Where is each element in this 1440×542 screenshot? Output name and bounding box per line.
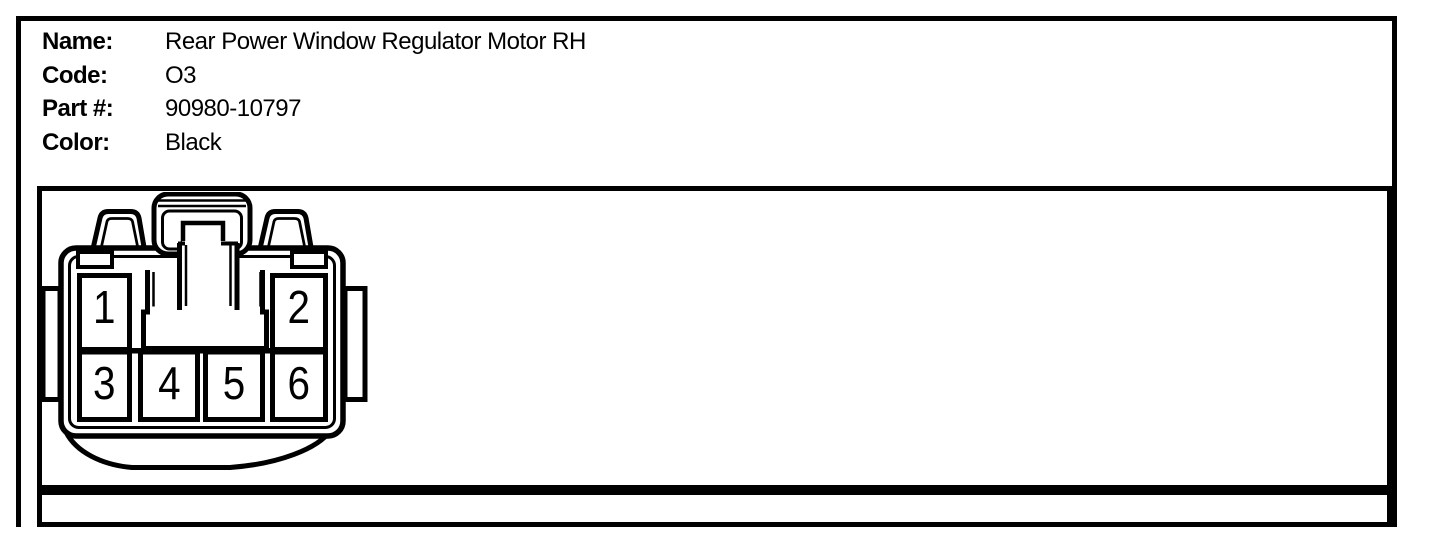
- pin-label-5: 5: [223, 359, 246, 410]
- name-label: Name:: [42, 28, 113, 55]
- bottom-strip: [37, 490, 1392, 527]
- connector-diagram-box: 1 2 3 4 5 6: [37, 186, 1392, 490]
- code-label: Code:: [42, 61, 108, 89]
- connector-info-header: Name: Rear Power Window Regulator Motor R…: [42, 25, 586, 159]
- field-row-color: Color: Black: [42, 126, 586, 160]
- outer-frame: Name: Rear Power Window Regulator Motor R…: [16, 16, 1397, 527]
- left-mount-ear: [40, 286, 63, 402]
- neck-wall-hairlines: [184, 245, 232, 306]
- right-guide-tab-inner-line: [266, 217, 307, 252]
- part-number-value: 90980-10797: [165, 95, 301, 122]
- left-guide-tab-inner-line: [99, 217, 140, 252]
- pin-cell-5: [203, 349, 265, 422]
- pin-label-6: 6: [287, 359, 310, 410]
- field-row-part-number: Part #: 90980-10797: [42, 92, 586, 126]
- neck-walls: [177, 243, 240, 310]
- code-value: O3: [165, 61, 197, 89]
- pin-label-1: 1: [93, 283, 116, 334]
- name-value: Rear Power Window Regulator Motor RH: [165, 28, 586, 55]
- connector-diagram: 1 2 3 4 5 6: [40, 192, 368, 470]
- center-channel-base: [141, 270, 269, 351]
- right-rim-notch: [290, 250, 328, 269]
- left-rim-notch: [76, 250, 114, 269]
- pin-cell-1: [77, 273, 132, 352]
- field-row-code: Code: O3: [42, 59, 586, 93]
- center-channel-hairlines: [152, 272, 262, 307]
- pin-cell-6: [270, 349, 328, 422]
- pin-label-2: 2: [287, 283, 310, 334]
- part-number-label: Part #:: [42, 95, 114, 122]
- pin-label-4: 4: [158, 359, 181, 410]
- center-key-rect: [180, 220, 226, 247]
- pin-cell-4: [138, 349, 200, 422]
- field-row-name: Name: Rear Power Window Regulator Motor R…: [42, 25, 586, 59]
- color-label: Color:: [42, 128, 110, 156]
- right-mount-ear: [342, 286, 368, 402]
- color-value: Black: [165, 128, 222, 156]
- pin-label-3: 3: [93, 359, 116, 410]
